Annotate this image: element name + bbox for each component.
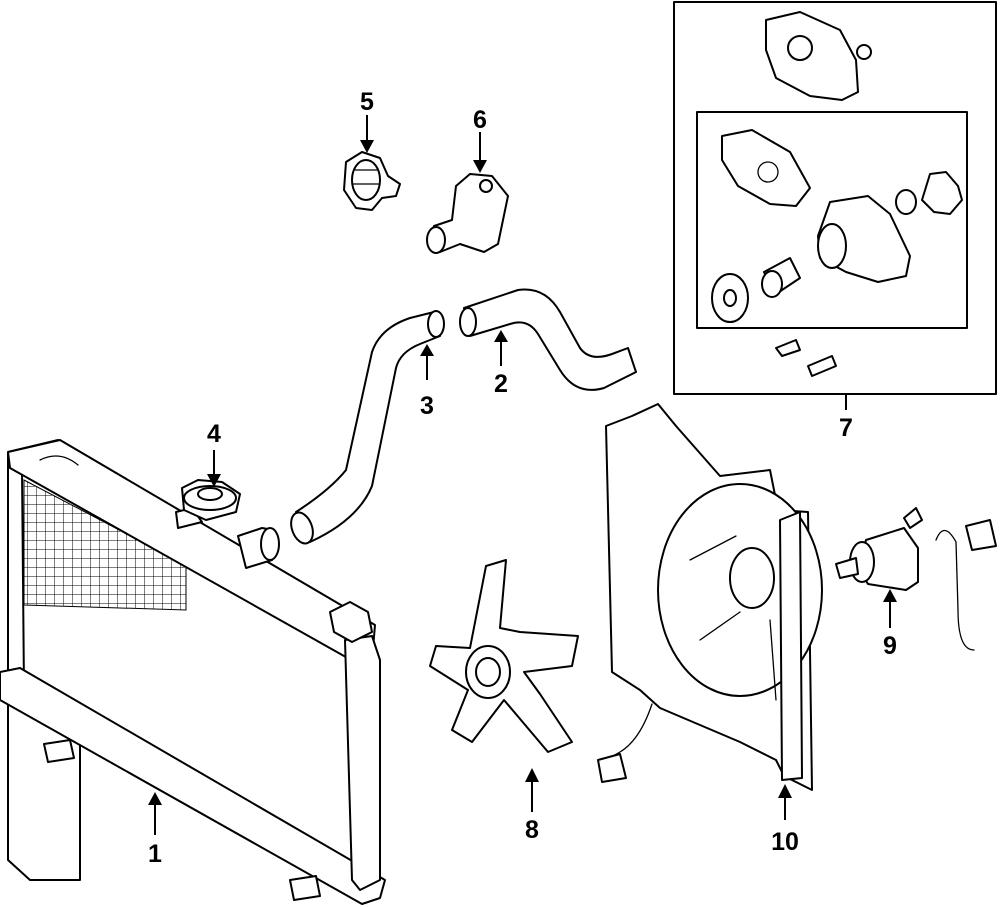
radiator-hose-lower — [459, 288, 637, 391]
radiator-hose-upper — [290, 310, 445, 545]
callout-2: 2 — [494, 370, 508, 398]
cooling-fan — [429, 559, 579, 753]
radiator — [0, 439, 386, 905]
callout-3: 3 — [420, 392, 434, 420]
callout-6: 6 — [473, 106, 487, 134]
fan-shroud — [597, 403, 823, 791]
callout-1: 1 — [148, 840, 162, 868]
callout-5: 5 — [360, 88, 374, 116]
water-inlet-housing — [426, 173, 509, 254]
thermostat — [343, 151, 401, 211]
fan-motor — [835, 507, 997, 651]
callout-7: 7 — [839, 414, 853, 442]
callout-leaders — [148, 115, 897, 835]
callout-9: 9 — [883, 632, 897, 660]
water-pump-assembly — [673, 1, 997, 395]
callout-8: 8 — [525, 816, 539, 844]
callout-labels: 1 2 3 4 5 6 7 8 9 10 — [148, 88, 897, 868]
radiator-cap — [181, 479, 241, 521]
callout-4: 4 — [207, 420, 221, 448]
callout-10: 10 — [771, 828, 799, 856]
